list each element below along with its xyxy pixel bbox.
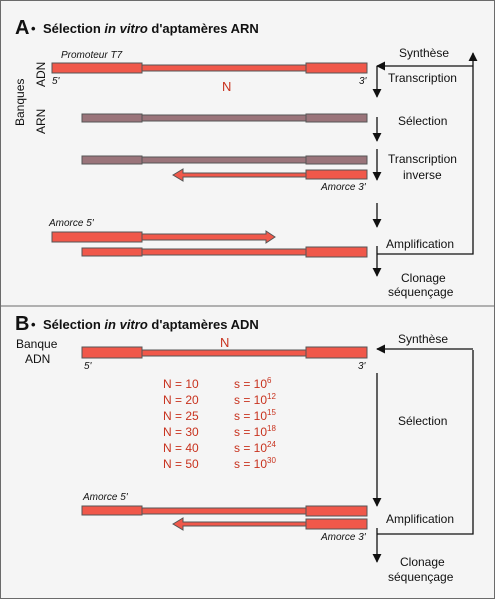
step-synthese-b: Synthèse (398, 332, 448, 346)
three-prime-b: 3' (358, 361, 367, 372)
side-label-adn: ADN (34, 62, 48, 87)
amplified-template-strand (81, 246, 368, 258)
step-synthese-a: Synthèse (399, 46, 449, 60)
step-clonage-b: Clonage (400, 555, 445, 569)
banque-label-2: ADN (25, 352, 50, 366)
table-s-value: s = 1015 (234, 408, 276, 423)
table-n-value: N = 40 (163, 441, 199, 455)
section-b-letter: B (15, 313, 29, 335)
three-prime-a: 3' (359, 76, 368, 87)
banque-label-1: Banque (16, 337, 58, 351)
section-a-title: Sélection in vitro d'aptamères ARN (43, 21, 259, 36)
rna-library-strand (81, 113, 368, 123)
table-s-value: s = 106 (234, 376, 272, 391)
reverse-arrow-b (172, 517, 368, 531)
table-n-value: N = 25 (163, 409, 199, 423)
step-clonage-a: Clonage (401, 271, 446, 285)
step-selection-b: Sélection (398, 414, 447, 428)
amplified-forward-arrow (51, 230, 276, 244)
step-selection-a: Sélection (398, 114, 447, 128)
section-a-letter: A (15, 17, 29, 39)
table-s-value: s = 1012 (234, 392, 276, 407)
cdna-reverse-arrow (172, 168, 368, 182)
table-n-value: N = 50 (163, 457, 199, 471)
step-transcription-inverse-2: inverse (403, 168, 442, 182)
section-b-title: Sélection in vitro d'aptamères ADN (43, 317, 259, 332)
five-prime-a: 5' (52, 76, 61, 87)
step-amplification-b: Amplification (386, 512, 454, 526)
five-prime-b: 5' (84, 361, 93, 372)
table-n-value: N = 20 (163, 393, 199, 407)
table-s-value: s = 1018 (234, 424, 276, 439)
table-s-value: s = 1030 (234, 456, 276, 471)
side-label-arn: ARN (34, 109, 48, 134)
section-a: A • Sélection in vitro d'aptamères ARN B… (13, 17, 478, 299)
amorce3-label-b: Amorce 3' (320, 532, 367, 543)
table-n-value: N = 30 (163, 425, 199, 439)
library-size-table: N = 10 s = 106 N = 20 s = 1012 N = 25 s = 101… (163, 376, 276, 471)
loop-back-arrow-a (377, 52, 478, 255)
dna-library-strand-b (81, 346, 368, 359)
dna-library-strand (51, 62, 368, 74)
rna-selected-strand (81, 155, 368, 165)
n-label-a: N (222, 79, 231, 94)
table-s-value: s = 1024 (234, 440, 276, 455)
step-sequencage-a: séquençage (388, 285, 454, 299)
amplified-strand-b (81, 505, 368, 517)
amorce5-label-a: Amorce 5' (48, 218, 95, 229)
step-transcription-inverse-1: Transcription (388, 152, 457, 166)
amorce3-label-a: Amorce 3' (320, 182, 367, 193)
promoter-label: Promoteur T7 (61, 50, 123, 61)
table-n-value: N = 10 (163, 377, 199, 391)
step-transcription: Transcription (388, 71, 457, 85)
side-label-banques: Banques (13, 79, 27, 126)
amorce5-label-b: Amorce 5' (82, 492, 129, 503)
section-b-bullet: • (31, 317, 36, 332)
n-label-b: N (220, 335, 229, 350)
section-a-bullet: • (31, 21, 36, 36)
section-b: B • Sélection in vitro d'aptamères ADN B… (15, 313, 474, 584)
step-amplification-a: Amplification (386, 237, 454, 251)
step-sequencage-b: séquençage (388, 570, 454, 584)
loop-back-line-b (377, 350, 474, 535)
